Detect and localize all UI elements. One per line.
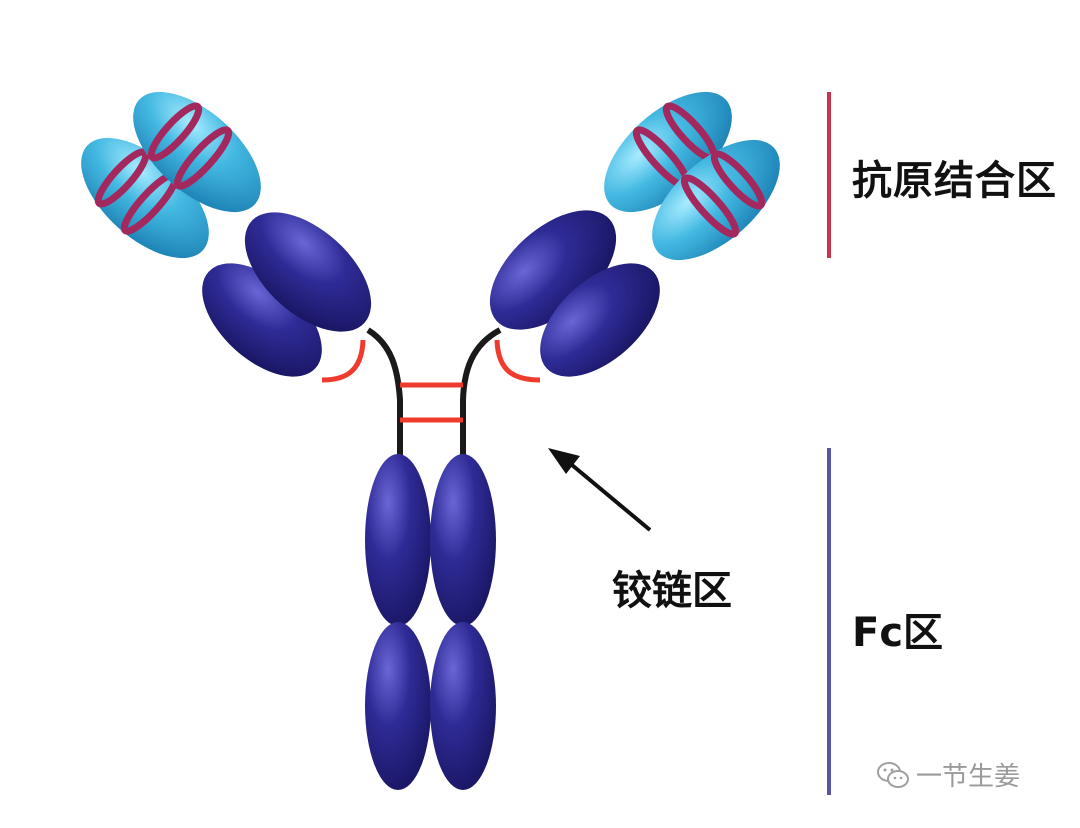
hinge-chain-left xyxy=(366,327,403,460)
disulfide-bond-right-arm xyxy=(494,339,541,383)
right-variable-domain-outer xyxy=(652,139,780,261)
watermark: 一节生姜 xyxy=(876,756,1020,793)
left-light-constant-domain xyxy=(202,263,322,377)
right-light-constant-domain xyxy=(540,263,660,377)
hinge-chain-right xyxy=(460,327,502,460)
fc-domain-ch3-right xyxy=(430,622,496,790)
fc-domain-ch2-left xyxy=(365,454,431,626)
fc-domain-ch3-left xyxy=(365,622,431,790)
left-variable-domain-outer xyxy=(81,137,209,259)
hinge-pointer-arrow xyxy=(548,448,652,532)
fc-region-label: Fc区 xyxy=(852,610,944,656)
fc-domain-ch2-right xyxy=(430,454,496,626)
wechat-icon xyxy=(877,761,909,788)
disulfide-bond-left-arm xyxy=(321,339,366,383)
antigen-binding-region-label: 抗原结合区 xyxy=(852,158,1057,204)
hinge-region-label: 铰链区 xyxy=(612,568,732,614)
watermark-text: 一节生姜 xyxy=(916,762,1021,792)
left-variable-domain-inner xyxy=(133,91,261,213)
right-heavy-constant-domain xyxy=(489,210,617,330)
left-heavy-constant-domain xyxy=(244,212,372,332)
